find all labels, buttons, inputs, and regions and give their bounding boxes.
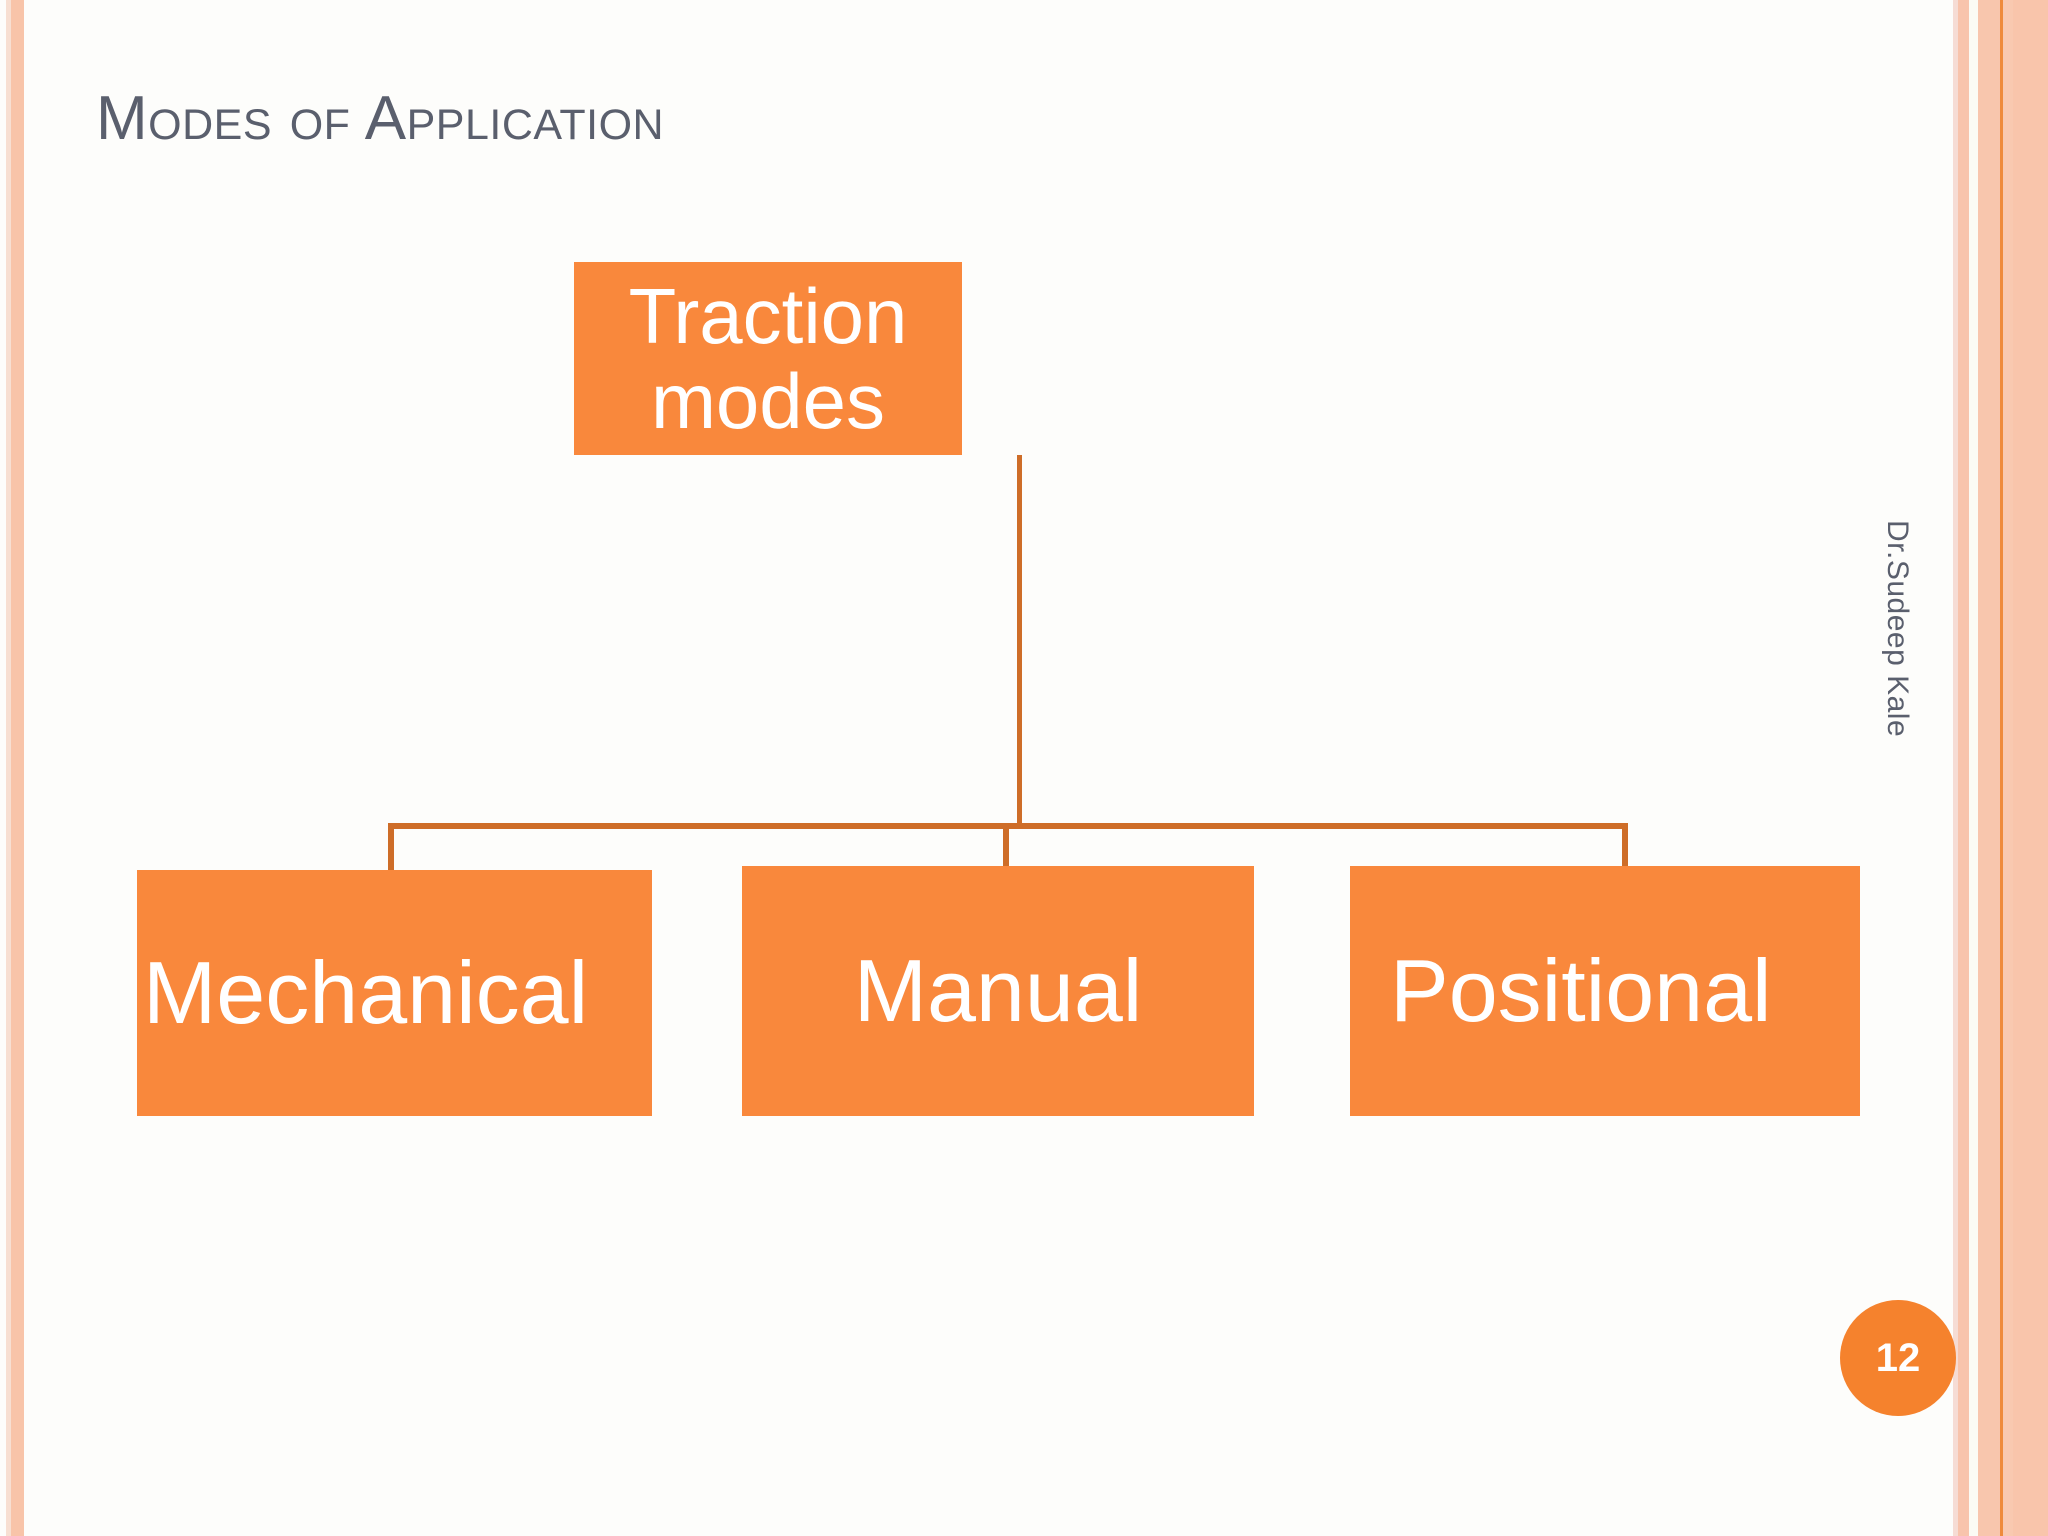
page-title: Modes of Application xyxy=(96,84,665,153)
connector-root-stem xyxy=(1017,455,1022,827)
right-edge-stripe-5 xyxy=(2003,0,2013,1536)
left-edge-stripe-outer xyxy=(6,0,11,1536)
author-credit: Dr.Sudeep Kale xyxy=(1881,520,1914,738)
right-edge-stripe-3 xyxy=(1969,0,1978,1536)
node-positional: Positional xyxy=(1350,866,1860,1116)
left-edge-stripe-inner xyxy=(11,0,24,1536)
right-edge-stripe-6 xyxy=(2013,0,2048,1536)
node-mechanical: Mechanical xyxy=(137,870,652,1116)
right-edge-stripe-4 xyxy=(1978,0,2000,1536)
right-edge-stripe-2 xyxy=(1958,0,1969,1536)
connector-drop-mechanical xyxy=(388,823,394,871)
page-number-badge: 12 xyxy=(1840,1300,1956,1416)
node-traction-modes: Traction modes xyxy=(574,262,962,455)
connector-drop-positional xyxy=(1622,823,1628,868)
right-edge-stripe-1 xyxy=(1953,0,1958,1536)
right-edge-stripe-accent xyxy=(2000,0,2003,1536)
node-manual: Manual xyxy=(742,866,1254,1116)
connector-drop-manual xyxy=(1003,823,1009,868)
